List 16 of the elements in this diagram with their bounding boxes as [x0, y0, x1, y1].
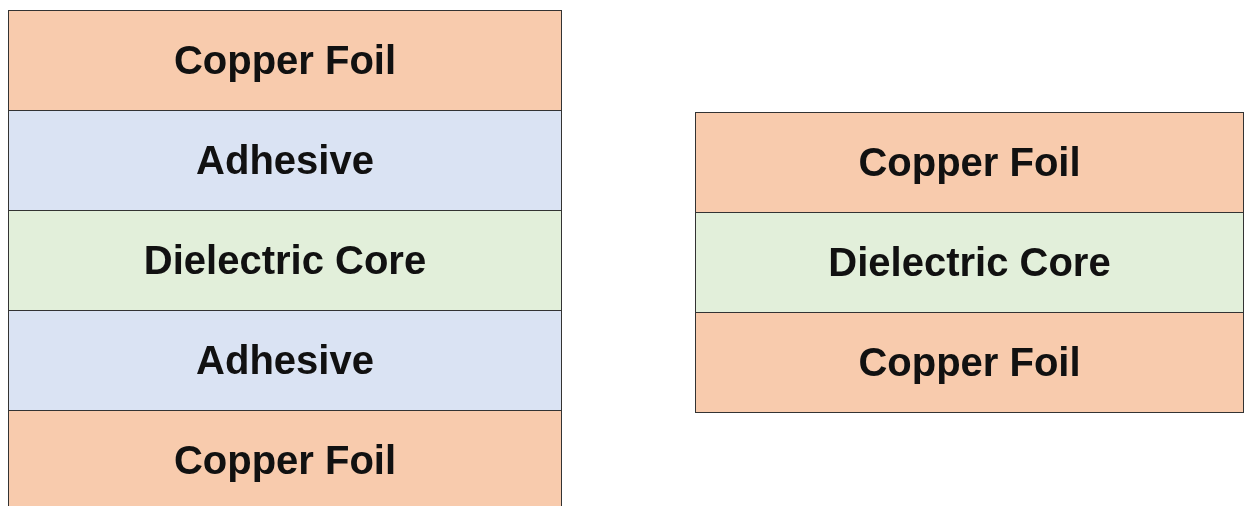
layer-label: Dielectric Core	[143, 238, 427, 283]
layer-label: Copper Foil	[173, 38, 397, 83]
layer-label: Dielectric Core	[828, 240, 1111, 285]
layer-band	[8, 310, 562, 411]
layer-band	[8, 10, 562, 111]
layer-label: Copper Foil	[173, 438, 397, 483]
layer-band	[695, 312, 1244, 413]
layer-label: Adhesive	[196, 138, 374, 183]
layer-label: Copper Foil	[858, 340, 1081, 385]
layer-label: Copper Foil	[858, 140, 1081, 185]
layer-band	[8, 110, 562, 211]
layer-band	[8, 210, 562, 311]
layer-band	[695, 212, 1244, 313]
layer-band	[8, 410, 562, 506]
layer-band	[695, 112, 1244, 213]
layer-label: Adhesive	[196, 338, 374, 383]
